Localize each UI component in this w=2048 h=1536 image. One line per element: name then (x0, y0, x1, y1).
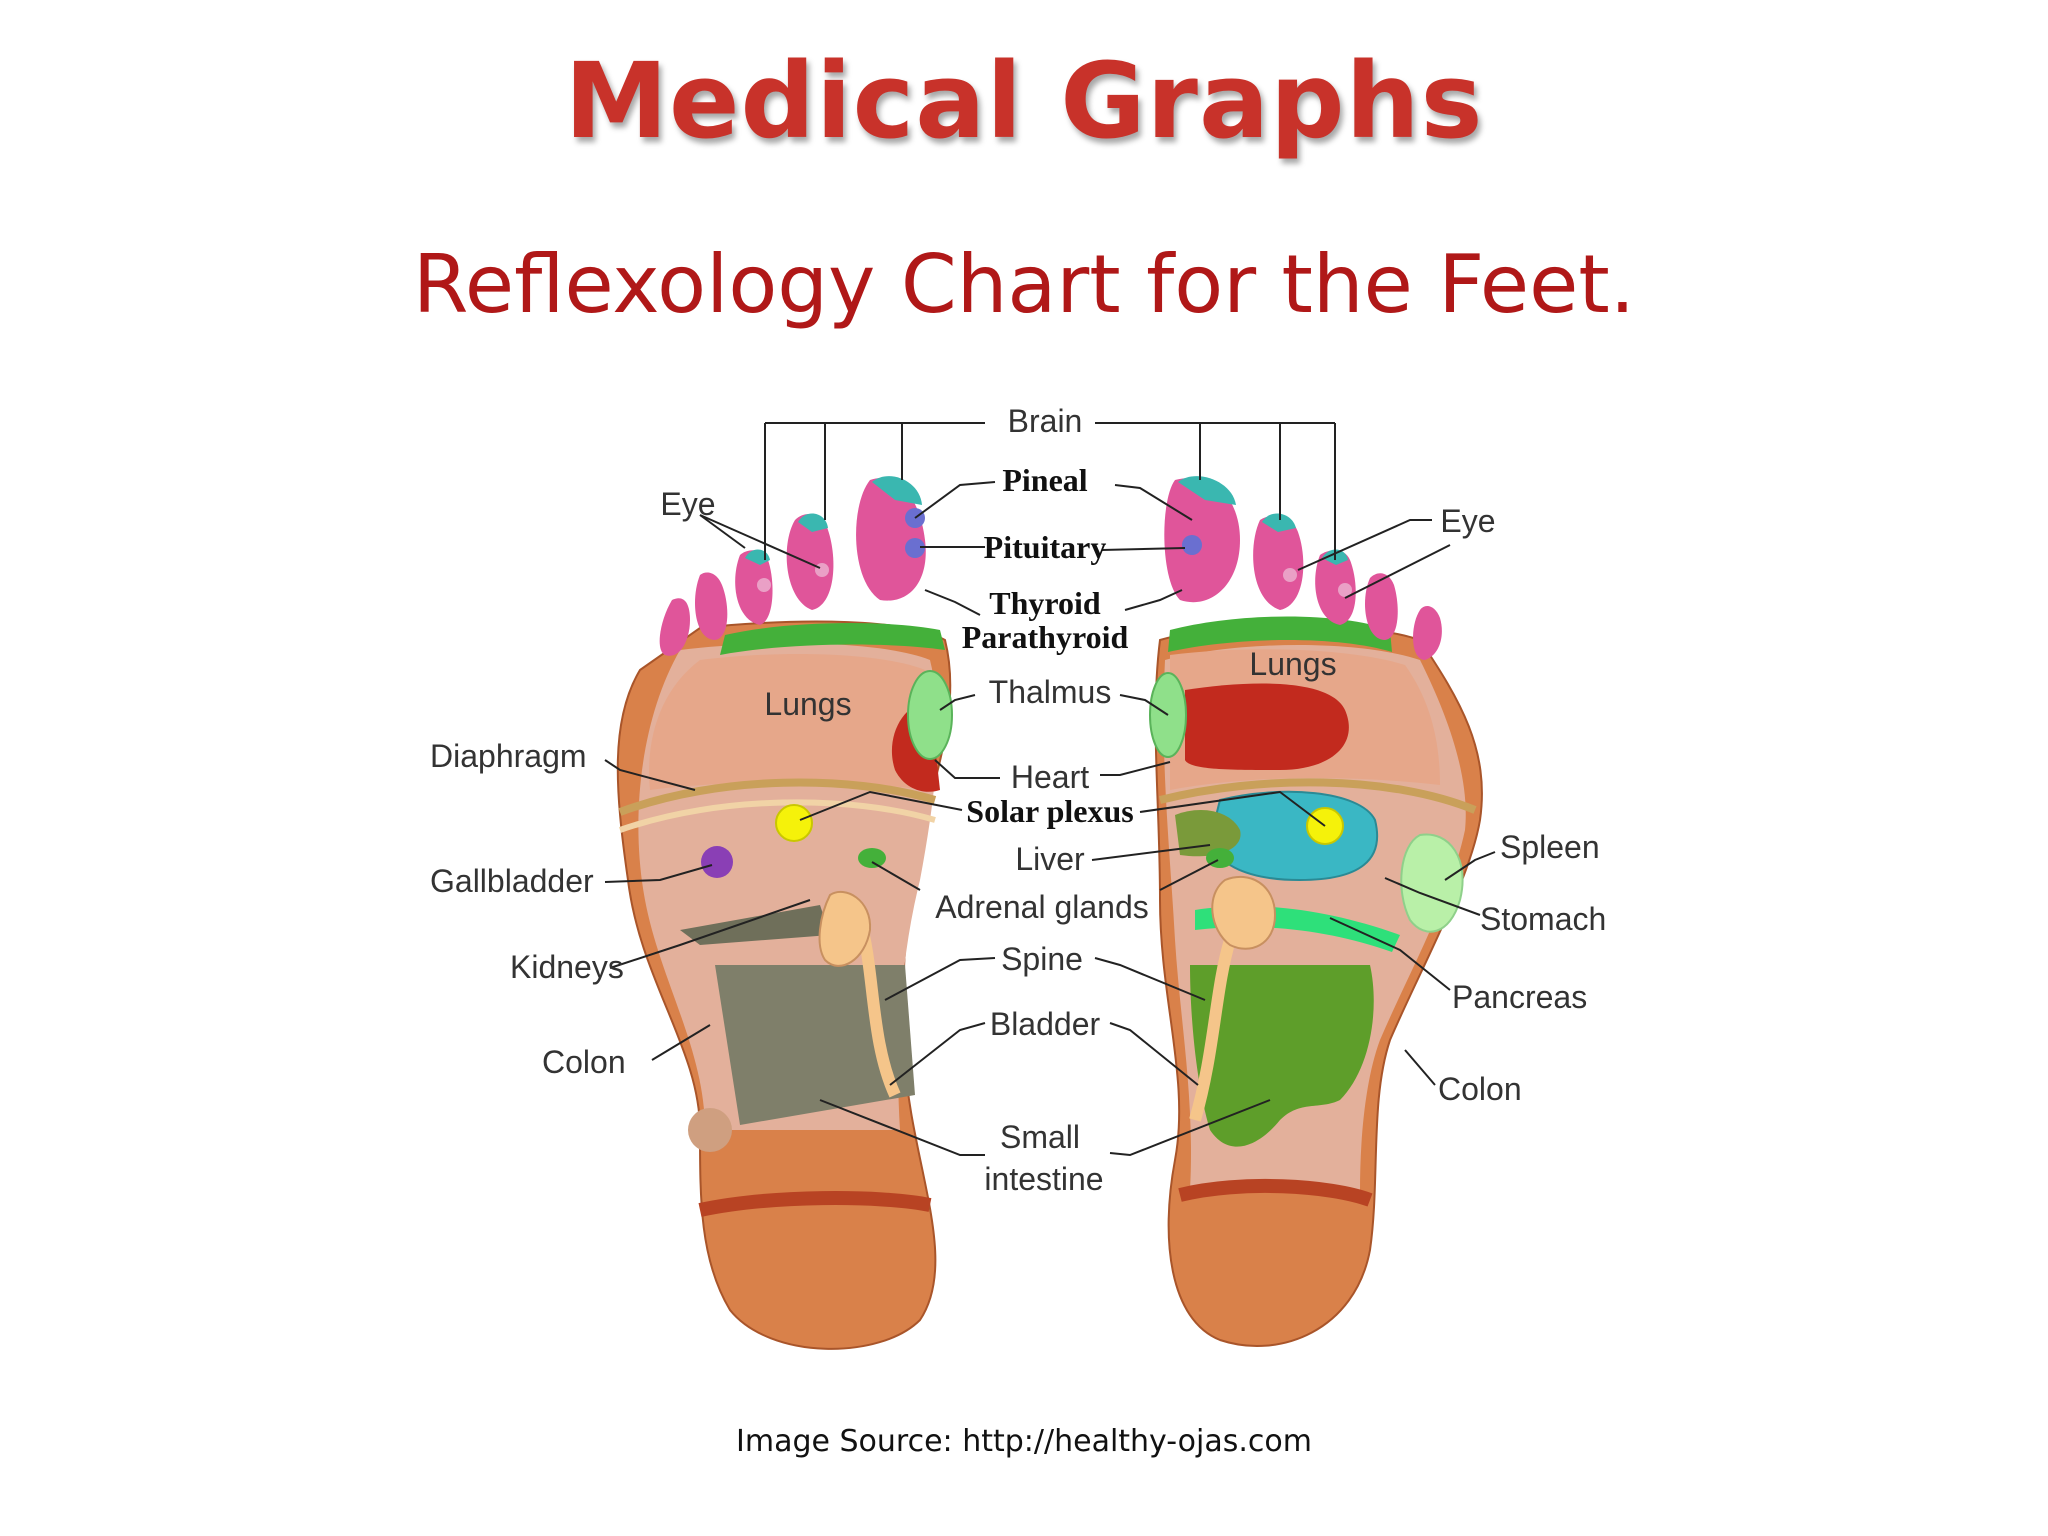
left-kidney-shadow (680, 905, 830, 945)
slide-title: Medical Graphs (564, 40, 1484, 162)
label-pituitary: Pituitary (984, 529, 1107, 565)
label-eye-right: Eye (1440, 503, 1495, 539)
image-source: Image Source: http://healthy-ojas.com (736, 1424, 1312, 1459)
right-kidney (1211, 875, 1277, 950)
label-eye-left: Eye (660, 486, 715, 522)
right-spine (1189, 938, 1236, 1122)
leader-lines (604, 422, 1496, 1157)
left-neck-line (720, 623, 945, 655)
left-gallbladder (701, 846, 733, 878)
right-foot (1149, 476, 1483, 1347)
right-neck-line (1168, 616, 1392, 652)
right-diaphragm-line (1159, 778, 1477, 814)
label-bladder: Bladder (990, 1006, 1101, 1042)
label-spleen: Spleen (1500, 829, 1600, 865)
right-heel-band (1178, 1178, 1373, 1207)
label-lungs-right: Lungs (1249, 646, 1336, 682)
label-pineal: Pineal (1002, 462, 1087, 498)
left-diaphragm-line (618, 778, 937, 816)
label-pancreas: Pancreas (1452, 979, 1587, 1015)
label-parathyroid: Parathyroid (962, 619, 1129, 655)
slide-subtitle: Reflexology Chart for the Feet. (412, 238, 1636, 331)
label-lungs-left: Lungs (764, 686, 851, 722)
label-intestine: intestine (984, 1161, 1103, 1197)
left-kidney (818, 890, 872, 967)
left-solar-plexus (775, 804, 813, 842)
label-stomach: Stomach (1480, 901, 1606, 937)
left-diaphragm-line-2 (619, 799, 936, 833)
label-kidneys: Kidneys (510, 949, 624, 985)
left-heel-band (698, 1191, 932, 1217)
right-small-intestine (1190, 965, 1374, 1147)
right-heart (1185, 683, 1349, 770)
left-foot (616, 476, 953, 1350)
label-brain: Brain (1008, 403, 1083, 439)
right-liver (1175, 810, 1241, 857)
label-diaphragm: Diaphragm (430, 738, 587, 774)
right-toes (1164, 476, 1442, 660)
left-lungs-area (649, 654, 931, 790)
label-thyroid: Thyroid (989, 585, 1101, 621)
label-heart: Heart (1011, 759, 1089, 795)
label-gallbladder: Gallbladder (430, 863, 594, 899)
left-toes (659, 476, 926, 656)
label-colon-left: Colon (542, 1044, 626, 1080)
left-small-intestine (715, 965, 915, 1125)
left-ankle-bump (688, 1108, 732, 1152)
label-colon-right: Colon (1438, 1071, 1522, 1107)
label-spine: Spine (1001, 941, 1083, 977)
label-liver: Liver (1015, 841, 1085, 877)
label-adrenal-glands: Adrenal glands (935, 889, 1148, 925)
labels: Brain Pineal Pituitary Thyroid Parathyro… (430, 403, 1606, 1197)
right-spleen (1400, 833, 1464, 933)
left-adrenal (858, 848, 886, 868)
label-small: Small (1000, 1119, 1080, 1155)
label-solar-plexus: Solar plexus (966, 793, 1133, 829)
label-thalmus: Thalmus (989, 674, 1112, 710)
left-thalmus (907, 670, 953, 760)
